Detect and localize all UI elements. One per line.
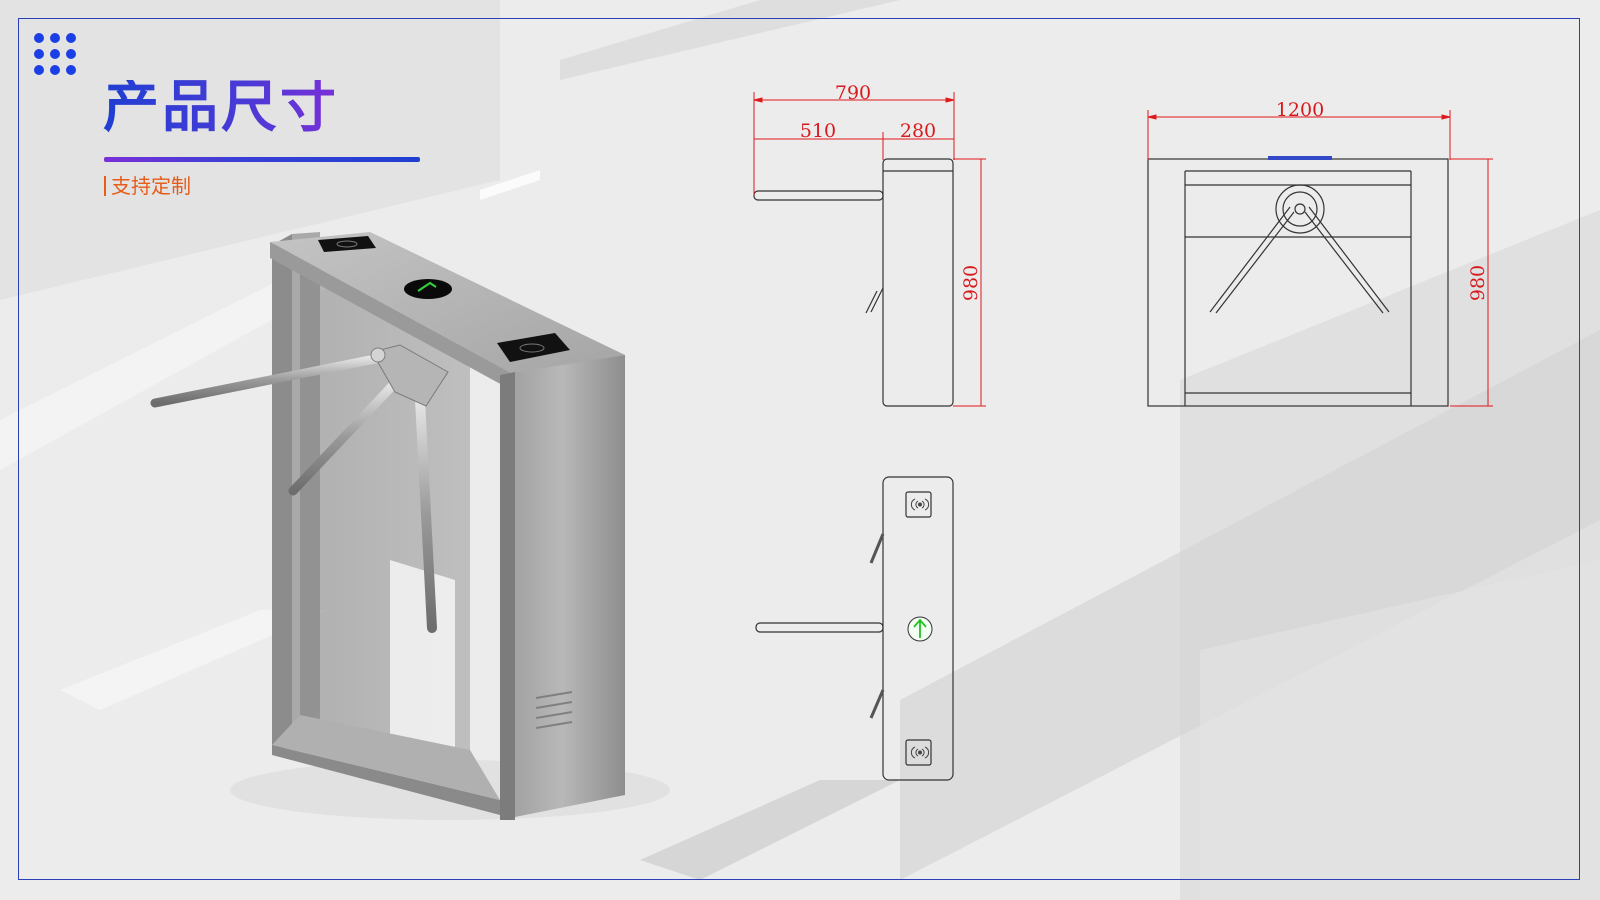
side-view-dimensions (753, 92, 986, 407)
tripod-arms (150, 344, 449, 633)
card-reader-icon (318, 236, 376, 252)
dim-cabinet-width: 280 (900, 120, 936, 142)
content-frame (18, 18, 1580, 880)
dim-arm-length: 510 (800, 120, 836, 142)
subtitle-text: 支持定制 (111, 174, 191, 198)
side-view-drawing (753, 158, 954, 407)
card-reader-icon (910, 498, 930, 511)
arrow-up-icon (907, 616, 933, 642)
title-underline (104, 157, 420, 162)
dim-side-height: 980 (960, 265, 982, 301)
page-subtitle: 支持定制 (104, 174, 191, 198)
page-title: 产品尺寸 (103, 75, 339, 140)
front-view-drawing (1147, 156, 1449, 407)
dim-overall-width: 790 (835, 82, 871, 104)
direction-indicator-icon (404, 279, 452, 299)
card-reader-icon (910, 746, 930, 759)
dim-front-width: 1200 (1276, 99, 1324, 121)
dot-grid-icon (34, 33, 78, 77)
card-reader-icon (497, 333, 570, 362)
front-view-dimensions (1147, 110, 1493, 407)
dim-front-height: 980 (1467, 265, 1489, 301)
top-view-drawing (755, 476, 954, 781)
